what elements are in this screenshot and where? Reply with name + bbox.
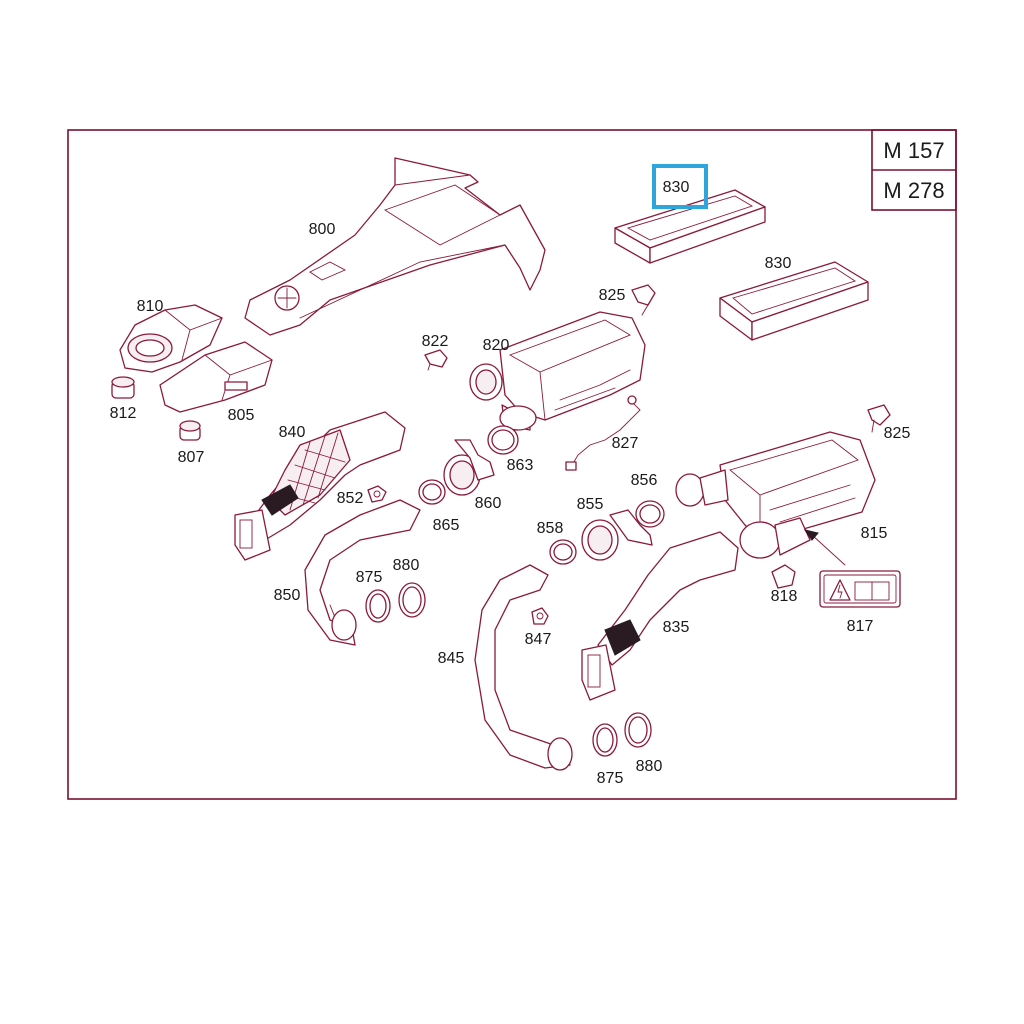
label-880-a: 880	[393, 557, 420, 574]
part-818-mount[interactable]	[771, 564, 796, 589]
label-825-b: 825	[884, 425, 911, 442]
part-817-warning-label[interactable]	[819, 570, 901, 608]
label-852: 852	[337, 490, 364, 507]
part-855-maf-sensor[interactable]	[581, 509, 653, 561]
part-822-clip[interactable]	[424, 349, 448, 371]
label-875-b: 875	[597, 770, 624, 787]
part-820-filter-housing[interactable]	[469, 311, 646, 431]
part-875-ring-a[interactable]	[365, 589, 391, 623]
part-865-clamp[interactable]	[418, 479, 446, 505]
part-863-seal-ring[interactable]	[487, 425, 519, 455]
label-875-a: 875	[356, 569, 383, 586]
part-880-clamp-b[interactable]	[624, 712, 652, 748]
label-812: 812	[110, 405, 137, 422]
label-825-a: 825	[599, 287, 626, 304]
part-830-air-filter-lower[interactable]	[719, 261, 869, 341]
part-840-intake-duct[interactable]	[234, 411, 406, 561]
model-label-1: M 157	[883, 138, 944, 163]
label-807: 807	[178, 449, 205, 466]
highlight-box	[652, 164, 708, 209]
part-847-bolt[interactable]	[531, 607, 549, 625]
part-807-grommet[interactable]	[179, 420, 201, 441]
label-845: 845	[438, 650, 465, 667]
part-825-sensor-a[interactable]	[631, 284, 656, 316]
part-825-sensor-b[interactable]	[867, 404, 891, 433]
label-815: 815	[861, 525, 888, 542]
part-875-ring-b[interactable]	[592, 723, 618, 757]
model-box: M 157 M 278	[871, 129, 957, 211]
label-860: 860	[475, 495, 502, 512]
label-805: 805	[228, 407, 255, 424]
part-815-filter-housing[interactable]	[675, 431, 876, 566]
diagram-frame	[67, 129, 957, 800]
label-830-highlighted[interactable]: 830	[663, 179, 690, 196]
label-850: 850	[274, 587, 301, 604]
label-818: 818	[771, 588, 798, 605]
model-label-2: M 278	[883, 178, 944, 203]
label-847: 847	[525, 631, 552, 648]
part-805-cover[interactable]	[159, 341, 273, 413]
label-810: 810	[137, 298, 164, 315]
part-880-clamp-a[interactable]	[398, 582, 426, 618]
label-817: 817	[847, 618, 874, 635]
part-827-cable[interactable]	[565, 395, 641, 471]
part-830-air-filter-upper[interactable]	[614, 189, 766, 264]
label-863: 863	[507, 457, 534, 474]
label-822: 822	[422, 333, 449, 350]
label-830: 830	[765, 255, 792, 272]
part-812-grommet[interactable]	[111, 376, 135, 399]
label-858: 858	[537, 520, 564, 537]
part-858-clamp[interactable]	[549, 539, 577, 565]
label-820: 820	[483, 337, 510, 354]
label-880-b: 880	[636, 758, 663, 775]
part-850-hose[interactable]	[304, 499, 421, 646]
label-840: 840	[279, 424, 306, 441]
label-856: 856	[631, 472, 658, 489]
label-835: 835	[663, 619, 690, 636]
part-845-hose[interactable]	[474, 564, 573, 771]
label-855: 855	[577, 496, 604, 513]
label-827: 827	[612, 435, 639, 452]
label-800: 800	[309, 221, 336, 238]
part-810-air-duct[interactable]	[119, 304, 223, 373]
part-852-bolt[interactable]	[367, 485, 387, 503]
label-865: 865	[433, 517, 460, 534]
part-835-intake-duct[interactable]	[581, 531, 739, 701]
part-800-engine-cover[interactable]	[244, 157, 546, 336]
part-860-maf-sensor[interactable]	[443, 439, 495, 496]
part-856-clamp[interactable]	[635, 500, 665, 528]
